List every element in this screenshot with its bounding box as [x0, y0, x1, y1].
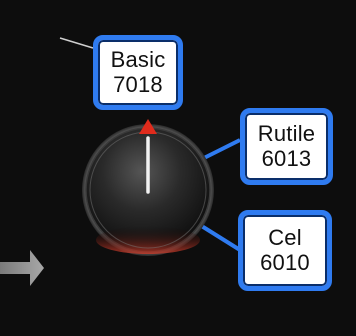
connector-line-rutile	[199, 138, 241, 162]
option-name-cel: Cel	[268, 224, 302, 250]
option-tag-basic[interactable]: Basic 7018	[93, 35, 183, 110]
option-tag-cel[interactable]: Cel 6010	[238, 210, 332, 291]
option-name-rutile: Rutile	[257, 120, 316, 146]
option-name-basic: Basic	[110, 46, 166, 72]
connector-line-cel	[198, 223, 242, 252]
connector-line-top	[59, 37, 94, 49]
option-tag-rutile[interactable]: Rutile 6013	[240, 108, 333, 185]
option-code-cel: 6010	[260, 249, 310, 275]
rotary-knob-icon[interactable]	[82, 124, 214, 256]
option-code-rutile: 6013	[261, 145, 312, 171]
red-triangle-pointer-icon	[139, 119, 157, 134]
option-code-basic: 7018	[113, 71, 163, 97]
gray-arrow-right-icon	[0, 250, 44, 286]
